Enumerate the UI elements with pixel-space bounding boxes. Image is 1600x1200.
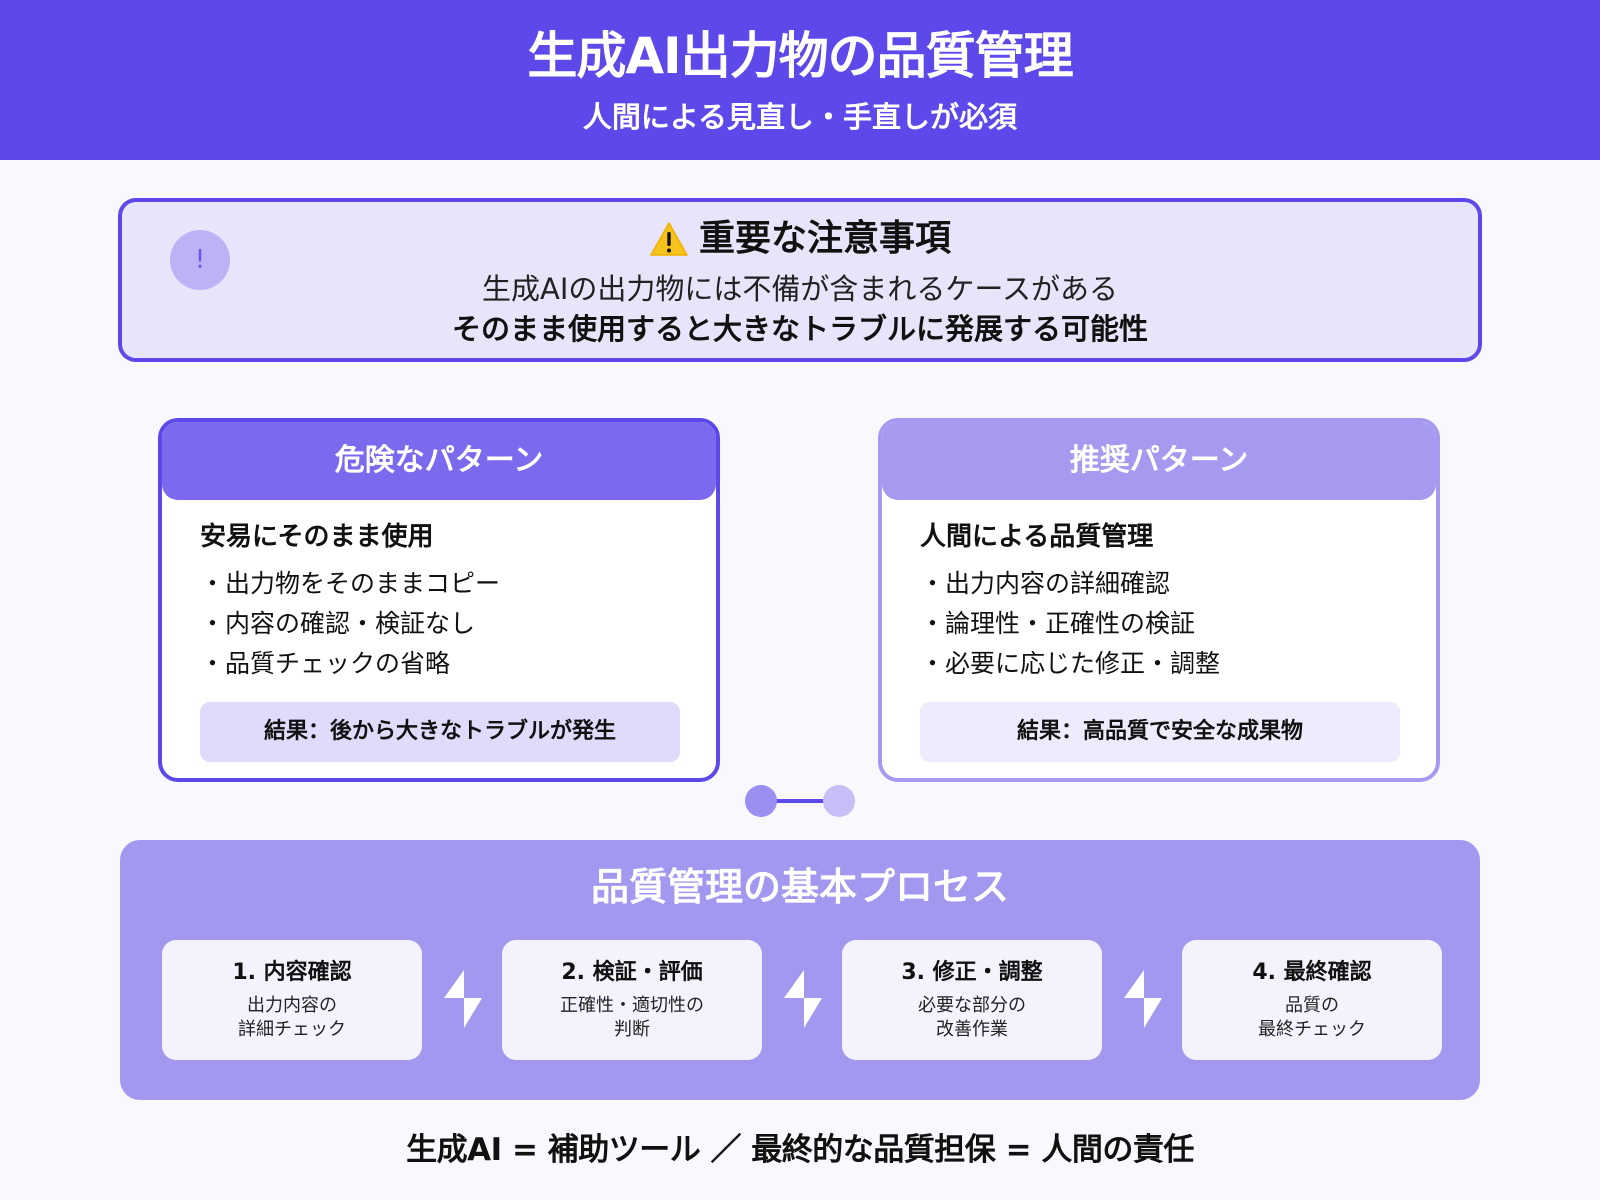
notice-heading: 重要な注意事項 xyxy=(122,216,1478,262)
notice-line-2: そのまま使用すると大きなトラブルに発展する可能性 xyxy=(451,312,1148,346)
list-item: ・出力内容の詳細確認 xyxy=(920,569,1171,598)
list-item: ・品質チェックの省略 xyxy=(200,649,451,678)
exclamation-icon: ! xyxy=(170,230,230,290)
danger-pattern-subtitle: 安易にそのまま使用 xyxy=(200,522,434,552)
notice-heading-text: 重要な注意事項 xyxy=(698,218,951,259)
page-header: 生成AI出力物の品質管理 人間による見直し・手直しが必須 xyxy=(0,0,1600,160)
step-title: 4. 最終確認 xyxy=(1252,960,1372,985)
important-notice: ! 重要な注意事項 生成AIの出力物には不備が含まれるケースがある そのまま使用… xyxy=(118,198,1482,362)
lightning-arrow-icon xyxy=(1124,970,1162,1028)
step-title: 2. 検証・評価 xyxy=(561,960,703,985)
recommended-pattern-subtitle: 人間による品質管理 xyxy=(920,522,1154,552)
list-item: ・必要に応じた修正・調整 xyxy=(920,649,1221,678)
danger-pattern-list: ・出力物をそのままコピー ・内容の確認・検証なし ・品質チェックの省略 xyxy=(200,564,500,684)
list-item: ・論理性・正確性の検証 xyxy=(920,609,1196,638)
danger-pattern-header: 危険なパターン xyxy=(162,422,716,500)
notice-line-1: 生成AIの出力物には不備が含まれるケースがある xyxy=(482,272,1118,306)
list-item: ・内容の確認・検証なし xyxy=(200,609,476,638)
page-title: 生成AI出力物の品質管理 xyxy=(527,27,1073,85)
footer-summary: 生成AI = 補助ツール ／ 最終的な品質担保 = 人間の責任 xyxy=(406,1132,1194,1168)
process-step-1: 1. 内容確認 出力内容の 詳細チェック xyxy=(162,940,422,1060)
recommended-pattern-card: 推奨パターン 人間による品質管理 ・出力内容の詳細確認 ・論理性・正確性の検証 … xyxy=(878,418,1440,782)
process-step-2: 2. 検証・評価 正確性・適切性の 判断 xyxy=(502,940,762,1060)
pattern-connector-icon xyxy=(745,785,855,817)
recommended-pattern-result: 結果：高品質で安全な成果物 xyxy=(920,702,1400,762)
process-step-4: 4. 最終確認 品質の 最終チェック xyxy=(1182,940,1442,1060)
lightning-arrow-icon xyxy=(444,970,482,1028)
list-item: ・出力物をそのままコピー xyxy=(200,569,501,598)
step-desc: 正確性・適切性の 判断 xyxy=(560,995,704,1040)
recommended-pattern-header: 推奨パターン xyxy=(882,422,1436,500)
step-desc: 必要な部分の 改善作業 xyxy=(918,995,1026,1040)
recommended-pattern-list: ・出力内容の詳細確認 ・論理性・正確性の検証 ・必要に応じた修正・調整 xyxy=(920,564,1220,684)
step-title: 3. 修正・調整 xyxy=(901,960,1043,985)
danger-pattern-card: 危険なパターン 安易にそのまま使用 ・出力物をそのままコピー ・内容の確認・検証… xyxy=(158,418,720,782)
step-desc: 出力内容の 詳細チェック xyxy=(238,995,346,1040)
page-subtitle: 人間による見直し・手直しが必須 xyxy=(582,100,1018,134)
warning-triangle-icon xyxy=(650,222,688,256)
step-title: 1. 内容確認 xyxy=(232,960,352,985)
process-title: 品質管理の基本プロセス xyxy=(590,865,1009,909)
danger-pattern-result: 結果：後から大きなトラブルが発生 xyxy=(200,702,680,762)
process-section: 品質管理の基本プロセス 1. 内容確認 出力内容の 詳細チェック 2. 検証・評… xyxy=(120,840,1480,1100)
process-step-3: 3. 修正・調整 必要な部分の 改善作業 xyxy=(842,940,1102,1060)
lightning-arrow-icon xyxy=(784,970,822,1028)
step-desc: 品質の 最終チェック xyxy=(1258,995,1366,1040)
